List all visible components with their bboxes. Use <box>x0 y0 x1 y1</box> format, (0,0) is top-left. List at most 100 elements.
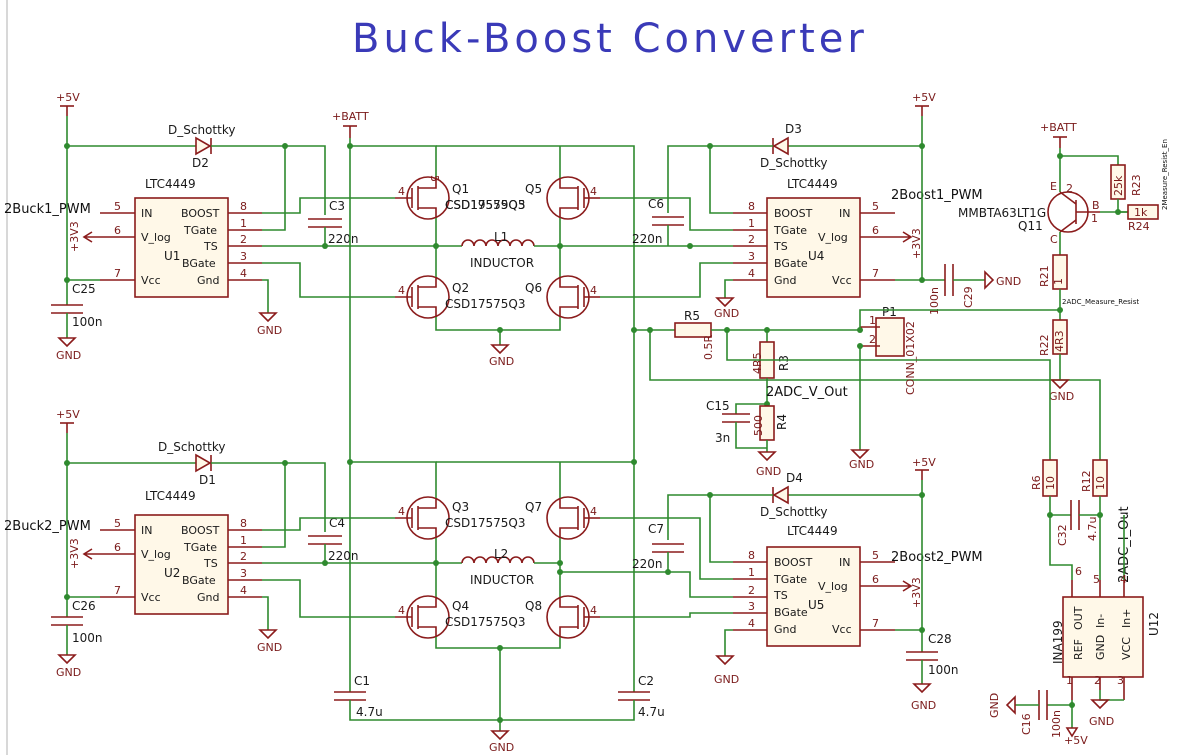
svg-text:OUT: OUT <box>1072 606 1085 630</box>
c25-ref: C25 <box>72 282 96 296</box>
svg-text:TGate: TGate <box>773 224 807 237</box>
svg-text:D1: D1 <box>199 473 216 487</box>
svg-text:GND: GND <box>756 465 781 478</box>
svg-text:100n: 100n <box>928 287 941 315</box>
svg-text:BGate: BGate <box>182 574 216 587</box>
mosfet-q4: 4 Q4 CSD17575Q3 <box>395 595 526 639</box>
svg-text:D4: D4 <box>786 471 803 485</box>
svg-text:6: 6 <box>872 224 879 237</box>
svg-text:1: 1 <box>748 566 755 579</box>
c2-ref: C2 <box>638 674 654 688</box>
svg-text:BGate: BGate <box>774 257 808 270</box>
net-boost1-pwm: 2Boost1_PWM <box>891 188 983 203</box>
svg-text:220n: 220n <box>328 549 359 563</box>
gnd-symbol: GND <box>257 312 282 337</box>
r24-ref: R24 <box>1128 220 1150 233</box>
power-5v-d: +5V <box>912 456 936 480</box>
gnd-symbol: GND <box>849 449 874 471</box>
svg-text:1: 1 <box>748 217 755 230</box>
c26-ref: C26 <box>72 599 96 613</box>
svg-text:CSD19559Q5: CSD19559Q5 <box>445 198 526 212</box>
net-measure-resist-en: 2Measure_Resist_En <box>1161 139 1169 210</box>
power-5v-b: +5V <box>912 91 936 116</box>
svg-text:5: 5 <box>872 200 879 213</box>
resistor-r23: 25k R23 <box>1110 164 1143 200</box>
driver-u5: LTC4449 U5 BOOST IN TGate TS V_log BGate… <box>733 524 895 647</box>
svg-text:TS: TS <box>773 589 788 602</box>
svg-text:MMBTA63LT1G: MMBTA63LT1G <box>958 206 1046 220</box>
resistor-r4: 500 R4 <box>752 405 789 441</box>
svg-text:CSD17575Q3: CSD17575Q3 <box>445 516 526 530</box>
resistor-r24: 1k R24 <box>1127 204 1159 233</box>
r22-ref: R22 <box>1038 334 1051 356</box>
u1-ref: U1 <box>164 249 180 263</box>
svg-text:Vcc: Vcc <box>832 274 852 287</box>
svg-text:BOOST: BOOST <box>181 524 220 537</box>
u1-value: LTC4449 <box>145 177 196 191</box>
c7-ref: C7 <box>648 522 664 536</box>
svg-text:0.5R: 0.5R <box>702 335 715 360</box>
svg-text:U12: U12 <box>1147 612 1161 636</box>
svg-text:V_log: V_log <box>141 548 171 561</box>
c6-ref: C6 <box>648 197 664 211</box>
svg-text:L2: L2 <box>494 547 508 561</box>
c29-ref: C29 <box>962 286 975 308</box>
svg-text:GND: GND <box>257 641 282 654</box>
cap-c2: C2 4.7u <box>618 674 665 719</box>
svg-text:Q7: Q7 <box>525 500 542 514</box>
c16-ref: C16 <box>1020 713 1033 735</box>
cap-c4: C4 220n <box>308 516 359 563</box>
inductor-l2: L2 INDUCTOR <box>461 547 535 587</box>
svg-text:3: 3 <box>748 600 755 613</box>
svg-text:2: 2 <box>869 333 876 346</box>
svg-text:3: 3 <box>240 567 247 580</box>
svg-text:6: 6 <box>114 224 121 237</box>
u1-pin-vcc: Vcc <box>141 274 161 287</box>
svg-text:Gnd: Gnd <box>774 274 796 287</box>
mosfet-q1: 4 5 Q1 CSD17575Q3 CSD19559Q5 <box>395 175 526 220</box>
svg-text:TS: TS <box>203 557 218 570</box>
svg-text:8: 8 <box>748 549 755 562</box>
cap-c16: C16 100n <box>1015 690 1072 738</box>
svg-text:Q3: Q3 <box>452 500 469 514</box>
svg-text:2: 2 <box>1094 674 1101 687</box>
svg-text:TGate: TGate <box>773 573 807 586</box>
cap-c32: C32 4.7u <box>1050 500 1100 546</box>
svg-text:Q11: Q11 <box>1018 219 1043 233</box>
gnd-symbol: GND <box>714 655 739 686</box>
svg-text:6: 6 <box>872 573 879 586</box>
svg-text:GND: GND <box>988 693 1001 718</box>
svg-text:25k: 25k <box>1112 175 1125 196</box>
mosfet-q6: 4 Q6 <box>525 275 600 319</box>
svg-text:GND: GND <box>849 458 874 471</box>
u1-3v3: +3V3 <box>68 221 81 252</box>
gnd-symbol: GND <box>56 337 81 362</box>
cap-c3: C3 220n <box>308 199 359 246</box>
cap-c25: C25 100n <box>51 280 103 338</box>
svg-text:4: 4 <box>240 584 247 597</box>
svg-text:4: 4 <box>590 284 597 297</box>
svg-text:3: 3 <box>748 250 755 263</box>
svg-text:4: 4 <box>398 284 405 297</box>
c4-ref: C4 <box>329 516 345 530</box>
svg-text:1: 1 <box>240 534 247 547</box>
driver-u1: LTC4449 U1 IN BOOST V_log TGate TS BGate… <box>100 177 262 298</box>
svg-text:10: 10 <box>1094 476 1107 490</box>
svg-text:TGate: TGate <box>183 541 217 554</box>
svg-text:100n: 100n <box>1050 710 1063 738</box>
svg-text:7: 7 <box>872 617 879 630</box>
svg-text:BOOST: BOOST <box>774 207 813 220</box>
svg-text:GND: GND <box>996 275 1021 288</box>
svg-text:CSD17575Q3: CSD17575Q3 <box>445 297 526 311</box>
svg-text:4: 4 <box>240 267 247 280</box>
svg-text:E: E <box>1050 180 1057 193</box>
svg-text:D_Schottky: D_Schottky <box>760 505 827 519</box>
svg-text:LTC4449: LTC4449 <box>787 177 838 191</box>
gnd-symbol: GND <box>911 683 936 712</box>
svg-text:4: 4 <box>398 604 405 617</box>
svg-text:U5: U5 <box>808 598 824 612</box>
gnd-symbol: GND <box>756 451 781 478</box>
net-buck2-pwm: 2Buck2_PWM <box>4 519 91 534</box>
r3-ref: R3 <box>777 355 791 371</box>
svg-text:C: C <box>1050 233 1058 246</box>
